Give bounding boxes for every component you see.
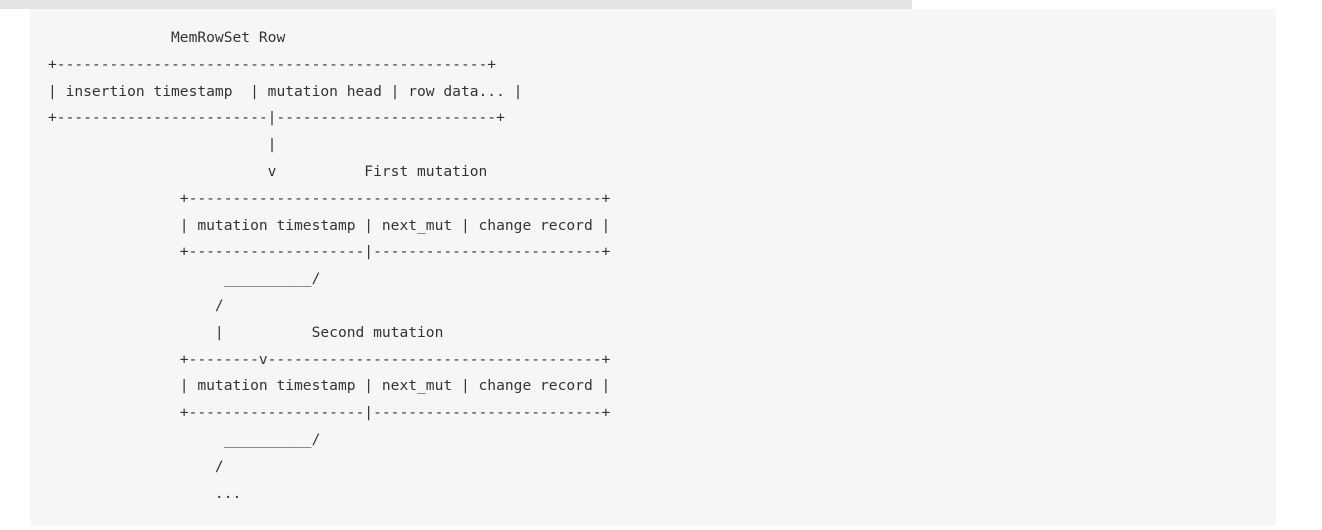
diagram-line-second-mutation-bottom-border: +--------------------|------------------… xyxy=(48,404,611,422)
diagram-line-second-mutation-label: | Second mutation xyxy=(48,323,444,341)
diagram-line-link-1-b: / xyxy=(48,296,224,314)
ascii-diagram: MemRowSet Row +--------------------------… xyxy=(48,25,610,507)
diagram-line-link-2-a: __________/ xyxy=(48,430,321,448)
diagram-line-first-mutation-label: v First mutation xyxy=(48,162,488,180)
code-block: MemRowSet Row +--------------------------… xyxy=(30,9,1276,526)
header-strip xyxy=(0,0,912,9)
diagram-line-second-mutation-top-border: +--------v------------------------------… xyxy=(48,350,611,368)
diagram-line-ellipsis: ... xyxy=(48,484,242,502)
diagram-line-pointer-stem: | xyxy=(48,136,277,154)
diagram-line-first-mutation-fields: | mutation timestamp | next_mut | change… xyxy=(48,216,611,234)
diagram-line-title: MemRowSet Row xyxy=(48,29,286,46)
diagram-line-link-2-b: / xyxy=(48,457,224,475)
diagram-line-second-mutation-fields: | mutation timestamp | next_mut | change… xyxy=(48,377,611,395)
diagram-line-row-top-border: +---------------------------------------… xyxy=(48,55,497,73)
diagram-line-first-mutation-top-border: +---------------------------------------… xyxy=(48,189,611,207)
diagram-line-row-fields: | insertion timestamp | mutation head | … xyxy=(48,82,523,100)
diagram-line-link-1-a: __________/ xyxy=(48,270,321,288)
diagram-line-first-mutation-bottom-border: +--------------------|------------------… xyxy=(48,243,611,261)
diagram-line-row-bottom-border: +------------------------|--------------… xyxy=(48,109,505,127)
